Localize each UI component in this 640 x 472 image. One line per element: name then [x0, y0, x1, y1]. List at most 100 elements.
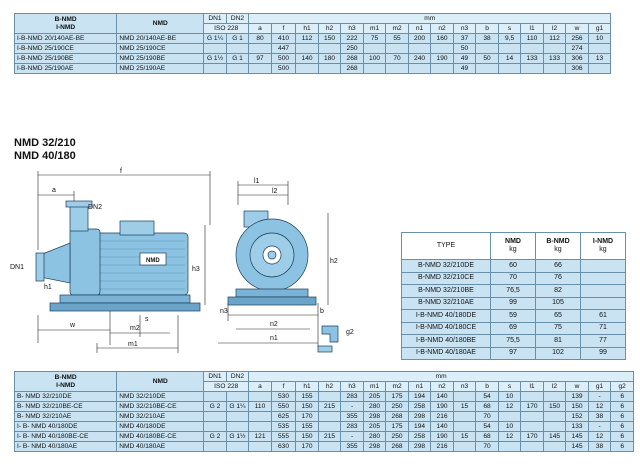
weight-bnmd-cell: 66 [535, 259, 581, 273]
dim-cell-n1: 240 [407, 53, 432, 64]
dim-cell-g2: 6 [610, 391, 634, 402]
weight-type-cell: B-NMD 32/210BE [401, 284, 491, 298]
dim-cell-h3: 283 [340, 391, 364, 402]
dim-cell-n2: 140 [430, 391, 454, 402]
dim-cell-s [497, 441, 522, 452]
dim-cell-g1 [587, 43, 612, 54]
dim-cell-n3: 15 [452, 431, 477, 442]
dim-cell-b [475, 63, 499, 74]
dim-header-l1: l1 [520, 381, 544, 392]
dim-header-b: b [475, 381, 499, 392]
weight-inmd-cell [580, 259, 626, 273]
weight-inmd-cell: 77 [580, 334, 626, 348]
dim-l2-label: l2 [272, 188, 278, 195]
dim-header-m2: m2 [385, 381, 409, 392]
dim-cell-l2: 150 [542, 401, 567, 412]
dim-cell-l1 [520, 43, 544, 54]
weight-inmd-cell [580, 284, 626, 298]
dim-cell-m2: 175 [385, 391, 409, 402]
dim-cell-n2 [430, 43, 454, 54]
dim-cell-h3: 268 [340, 53, 364, 64]
weight-bnmd-cell: 102 [535, 346, 581, 360]
model-cell: NMD 25/190AE [116, 63, 205, 74]
dn2-header: DN2 [225, 13, 250, 24]
dim-cell-s: 12 [497, 401, 522, 412]
dim-cell-b: 54 [475, 391, 499, 402]
dn2-cell [225, 421, 250, 432]
dim-cell-m1: 205 [362, 391, 387, 402]
dn1-cell: G 1½ [203, 53, 227, 64]
dim-cell-n1: 298 [407, 441, 432, 452]
dim-cell-w: 139 [565, 391, 589, 402]
dim-header-f: f [270, 381, 297, 392]
dn1-cell: G 1¼ [203, 33, 227, 44]
dim-cell-h1: 140 [295, 53, 319, 64]
dim-cell-a: 110 [248, 401, 272, 412]
dim-cell-m1: 298 [362, 411, 387, 422]
dim-cell-g1: 12 [587, 431, 612, 442]
weight-nmd-cell: 59 [490, 309, 536, 323]
dn1-cell [203, 391, 227, 402]
dn2-cell: G 1¼ [225, 401, 250, 412]
dim-cell-h3: - [340, 431, 364, 442]
dim-header-s: s [497, 23, 522, 34]
dim-cell-l2 [542, 43, 567, 54]
weight-nmd-cell: 69 [490, 321, 536, 335]
dim-header-a: a [248, 381, 272, 392]
dim-cell-l2: 112 [542, 33, 567, 44]
dim-cell-h2 [317, 63, 342, 74]
series-code-cell: B- NMD 32/210DE [13, 391, 118, 402]
dim-cell-h1: 170 [295, 441, 319, 452]
model-cell: NMD 32/210DE [116, 391, 205, 402]
dn2-cell: G 1 [225, 53, 250, 64]
weight-nmd-cell: 99 [490, 296, 536, 310]
weight-nmd-cell: 70 [490, 271, 536, 285]
dim-cell-g2: 6 [610, 441, 634, 452]
dim-cell-f: 535 [270, 421, 297, 432]
weight-inmd-cell [580, 296, 626, 310]
dn2-cell [225, 43, 250, 54]
weight-type-cell: B-NMD 32/210DE [401, 259, 491, 273]
series-code-cell: I-B-NMD 25/190AE [13, 63, 118, 74]
series-code-cell: I- B- NMD 40/180BE-CE [13, 431, 118, 442]
mm-header: mm [248, 13, 612, 24]
dim-g2-label: g2 [346, 329, 354, 336]
dim-cell-m1: 100 [362, 53, 387, 64]
dim-w-label: w [69, 322, 76, 329]
dim-cell-f: 530 [270, 391, 297, 402]
dim-cell-n2: 190 [430, 431, 454, 442]
weight-type-cell: B-NMD 32/210CE [401, 271, 491, 285]
dim-cell-w: 306 [565, 53, 589, 64]
dim-cell-w: 152 [565, 411, 589, 422]
dn2-cell [225, 411, 250, 422]
dim-cell-g2: 6 [610, 411, 634, 422]
dim-cell-n2: 160 [430, 33, 454, 44]
dim-header-g1: g1 [587, 381, 612, 392]
dim-cell-n3 [452, 421, 477, 432]
weight-nmd-cell: 60 [490, 259, 536, 273]
dim-cell-g1: 10 [587, 33, 612, 44]
dim-cell-n1: 194 [407, 421, 432, 432]
dim-cell-s [497, 411, 522, 422]
dim-header-h2: h2 [317, 23, 342, 34]
weight-type-cell: I-B-NMD 40/180AE [401, 346, 491, 360]
dim-cell-b: 38 [475, 33, 499, 44]
dim-cell-l2: 133 [542, 53, 567, 64]
dim-cell-w: 145 [565, 431, 589, 442]
dim-cell-n2: 190 [430, 401, 454, 412]
dim-header-l2: l2 [542, 23, 567, 34]
dim-cell-n2: 216 [430, 441, 454, 452]
mm-header: mm [248, 371, 634, 382]
dim-cell-b: 70 [475, 411, 499, 422]
dim-cell-l1 [520, 411, 544, 422]
dim-cell-m1 [362, 63, 387, 74]
dim-cell-f: 630 [270, 441, 297, 452]
dim-cell-l2 [542, 411, 567, 422]
dn2-header: DN2 [225, 371, 250, 382]
